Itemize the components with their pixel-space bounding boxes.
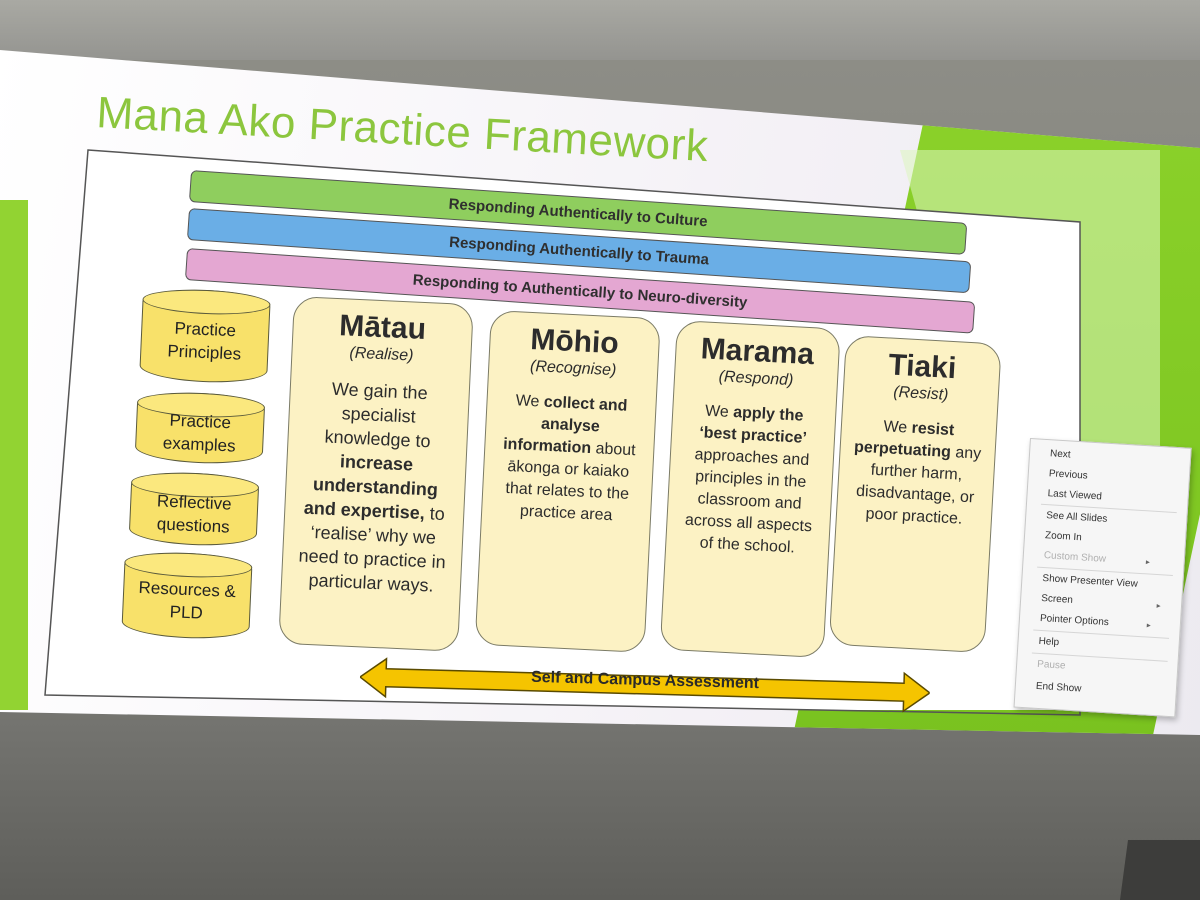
menu-item-label: Custom Show <box>1043 550 1107 565</box>
menu-item-zoom-in[interactable]: Zoom In <box>1044 530 1083 544</box>
resource-label: Practice Principles <box>167 318 242 364</box>
resource-practice-principles: Practice Principles <box>139 287 271 385</box>
card-body-text: approaches and principles in the classro… <box>684 446 813 557</box>
menu-item-see-all-slides[interactable]: See All Slides <box>1045 510 1108 525</box>
card-mohio: Mōhio (Recognise) We collect and analyse… <box>474 310 661 653</box>
menu-item-show-presenter-view[interactable]: Show Presenter View <box>1042 573 1139 590</box>
card-marama: Marama (Respond) We apply the ‘best prac… <box>659 320 841 659</box>
resource-label: Practice examples <box>162 410 237 456</box>
wall-top <box>0 0 1200 60</box>
menu-item-help[interactable]: Help <box>1038 635 1060 649</box>
menu-item-pause: Pause <box>1036 658 1066 672</box>
card-body: We gain the specialist knowledge to incr… <box>282 375 470 599</box>
card-body-text: We <box>883 418 908 437</box>
card-body-text: We <box>704 402 730 421</box>
card-tiaki: Tiaki (Resist) We resist perpetuating an… <box>828 335 1002 654</box>
menu-item-next[interactable]: Next <box>1049 448 1071 461</box>
slideshow-context-menu[interactable]: Next Previous Last Viewed See All Slides… <box>1013 438 1192 718</box>
resource-label: Reflective questions <box>156 491 232 537</box>
menu-item-end-show[interactable]: End Show <box>1035 680 1082 695</box>
menu-item-screen[interactable]: Screen ▸ <box>1040 591 1161 610</box>
card-body-emphasis: increase understanding and expertise, <box>303 451 439 524</box>
menu-item-last-viewed[interactable]: Last Viewed <box>1047 488 1103 503</box>
double-arrow-icon <box>358 657 932 713</box>
card-body: We apply the ‘best practice’ approaches … <box>666 399 836 561</box>
menu-item-custom-show: Custom Show ▸ <box>1043 548 1151 568</box>
card-matau: Mātau (Realise) We gain the specialist k… <box>278 296 474 652</box>
submenu-arrow-icon: ▸ <box>1145 557 1151 567</box>
resource-practice-examples: Practice examples <box>134 390 266 466</box>
slide-green-strip <box>0 200 28 710</box>
submenu-arrow-icon: ▸ <box>1156 601 1161 611</box>
resource-reflective-questions: Reflective questions <box>128 470 260 548</box>
menu-item-label: Screen <box>1040 592 1074 606</box>
card-body-text: We <box>515 392 540 411</box>
resource-label: Resources & PLD <box>138 577 237 623</box>
assessment-arrow: Self and Campus Assessment <box>358 656 932 714</box>
card-body-text: We gain the specialist knowledge to <box>324 378 432 452</box>
menu-item-label: Pointer Options <box>1039 612 1110 629</box>
card-body: We resist perpetuating any further harm,… <box>836 414 996 532</box>
wall-bottom <box>0 720 1200 900</box>
resource-resources-pld: Resources & PLD <box>121 550 253 641</box>
floor-object <box>1120 840 1200 900</box>
menu-item-previous[interactable]: Previous <box>1048 468 1089 482</box>
card-body: We collect and analyse information about… <box>482 389 656 529</box>
submenu-arrow-icon: ▸ <box>1146 620 1152 630</box>
menu-item-pointer-options[interactable]: Pointer Options ▸ <box>1039 611 1151 631</box>
